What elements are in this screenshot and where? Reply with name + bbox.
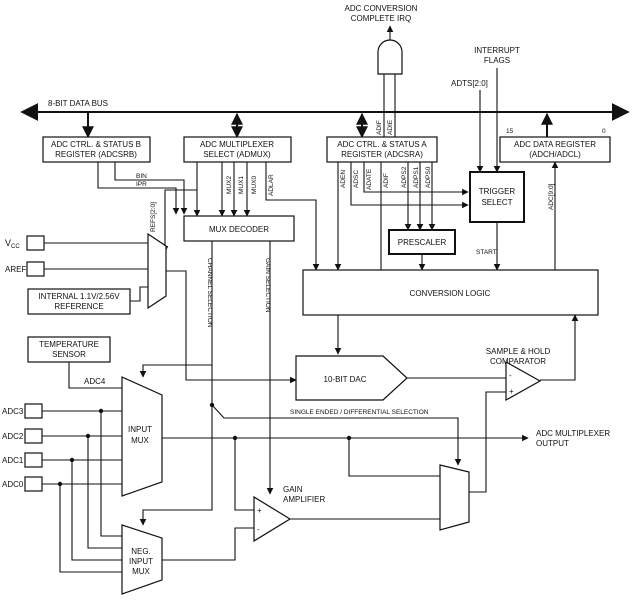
adcsra-register <box>326 136 438 163</box>
admux-label-line2: SELECT (ADMUX) <box>203 150 271 159</box>
adc0-pin <box>24 476 43 492</box>
irq-title-line2: COMPLETE IRQ <box>351 14 411 23</box>
adcsrb-label-line1: ADC CTRL. & STATUS B <box>51 140 141 149</box>
adc0-label: ADC0 <box>2 480 24 489</box>
adc-mux-output-line2: OUTPUT <box>536 439 569 448</box>
aref-label: AREF <box>5 265 26 274</box>
mux1-signal-label: MUX1 <box>238 176 245 194</box>
data-bus-label: 8-BIT DATA BUS <box>48 99 108 108</box>
adc1-label: ADC1 <box>2 456 24 465</box>
adc-data-label-line2: (ADCH/ADCL) <box>529 150 581 159</box>
temp-label-line2: SENSOR <box>52 350 86 359</box>
neg-input-mux <box>121 524 163 595</box>
adc2-label: ADC2 <box>2 432 24 441</box>
trigger-label-line2: SELECT <box>481 198 512 207</box>
adc3-label: ADC3 <box>2 407 24 416</box>
reference-mux <box>147 232 167 310</box>
irq-title-line1: ADC CONVERSION <box>345 4 418 13</box>
conversion-logic <box>302 269 599 316</box>
adc-mux-output-line1: ADC MULTIPLEXER <box>536 429 610 438</box>
adcsra-label-line1: ADC CTRL. & STATUS A <box>337 140 427 149</box>
aref-pin <box>26 261 45 277</box>
sample-hold-comparator <box>505 360 542 402</box>
admux-register <box>183 136 292 163</box>
temperature-sensor <box>27 336 111 363</box>
refs-signal-label: REFS[2:0] <box>150 202 157 232</box>
adps2-signal-label: ADPS2 <box>401 166 408 188</box>
adc-data-register <box>499 136 611 163</box>
bit0-label: 0 <box>602 128 606 135</box>
adc1-pin <box>24 452 43 468</box>
gain-amplifier <box>253 495 292 543</box>
start-label: START <box>476 249 497 256</box>
sh-label-line1: SAMPLE & HOLD <box>486 347 551 356</box>
adc-data-bits-label: ADC[9:0] <box>548 183 555 210</box>
irq-and-gate <box>377 39 403 75</box>
adcsra-label-line2: REGISTER (ADCSRA) <box>341 150 423 159</box>
temp-label-line1: TEMPERATURE <box>39 340 99 349</box>
conversion-logic-label: CONVERSION LOGIC <box>410 289 491 298</box>
vcc-pin <box>26 235 45 251</box>
gain-selection-label: GAIN SELECTION <box>264 258 271 313</box>
mux0-signal-label: MUX0 <box>251 176 258 194</box>
mux-decoder <box>183 215 295 242</box>
adlar-signal-label: ADLAR <box>268 174 275 196</box>
comparator-minus: - <box>509 371 512 380</box>
input-mux-line2: MUX <box>131 436 149 445</box>
amp-minus: - <box>257 525 260 534</box>
adie-signal-label: ADIE <box>387 119 394 135</box>
mux-decoder-label: MUX DECODER <box>209 225 269 234</box>
sh-label-line2: COMPARATOR <box>490 357 546 366</box>
ipr-signal-label: IPR <box>136 181 147 188</box>
vcc-label: VCC <box>5 238 20 250</box>
prescaler <box>388 229 456 255</box>
internal-ref-line1: INTERNAL 1.1V/2.56V <box>38 292 120 301</box>
adps1-signal-label: ADPS1 <box>413 166 420 188</box>
adate-signal-label: ADATE <box>366 168 373 190</box>
neg-mux-line2: INPUT <box>129 557 153 566</box>
adc2-pin <box>24 428 43 444</box>
mux2-signal-label: MUX2 <box>226 176 233 194</box>
bin-signal-label: BIN <box>136 173 147 180</box>
adif-signal-label: ADIF <box>376 120 383 135</box>
input-mux <box>121 376 163 497</box>
bit15-label: 15 <box>506 128 514 135</box>
adps0-signal-label: ADPS0 <box>425 166 432 188</box>
neg-mux-line1: NEG. <box>131 547 151 556</box>
vcc-subscript: CC <box>11 244 20 250</box>
adcsrb-label-line2: REGISTER (ADCSRB) <box>55 150 137 159</box>
trigger-label-line1: TRIGGER <box>479 187 516 196</box>
channel-selection-label: CHANNEL SELECTION <box>206 258 213 328</box>
adif-output-label: ADIF <box>383 173 390 188</box>
single-ended-label: SINGLE ENDED / DIFFERENTIAL SELECTION <box>290 409 429 416</box>
input-mux-line1: INPUT <box>128 425 152 434</box>
interrupt-flags-line2: FLAGS <box>484 56 510 65</box>
amp-plus: + <box>257 506 262 515</box>
adcsrb-register <box>42 136 151 163</box>
output-select-mux <box>439 464 470 531</box>
adc-data-label-line1: ADC DATA REGISTER <box>514 140 596 149</box>
adc4-label: ADC4 <box>84 377 106 386</box>
prescaler-label: PRESCALER <box>398 238 447 247</box>
comparator-plus: + <box>509 387 514 396</box>
interrupt-flags-line1: INTERRUPT <box>474 46 520 55</box>
dac-10bit <box>295 355 408 401</box>
adsc-signal-label: ADSC <box>353 170 360 188</box>
neg-mux-line3: MUX <box>132 567 150 576</box>
aden-signal-label: ADEN <box>340 170 347 188</box>
internal-ref-line2: REFERENCE <box>54 302 103 311</box>
gain-amp-line2: AMPLIFIER <box>283 495 325 504</box>
adts-label: ADTS[2:0] <box>451 79 488 88</box>
admux-label-line1: ADC MULTIPLEXER <box>200 140 274 149</box>
trigger-select <box>469 171 525 223</box>
dac-label: 10-BIT DAC <box>324 375 367 384</box>
adc3-pin <box>24 403 43 419</box>
gain-amp-line1: GAIN <box>283 485 303 494</box>
